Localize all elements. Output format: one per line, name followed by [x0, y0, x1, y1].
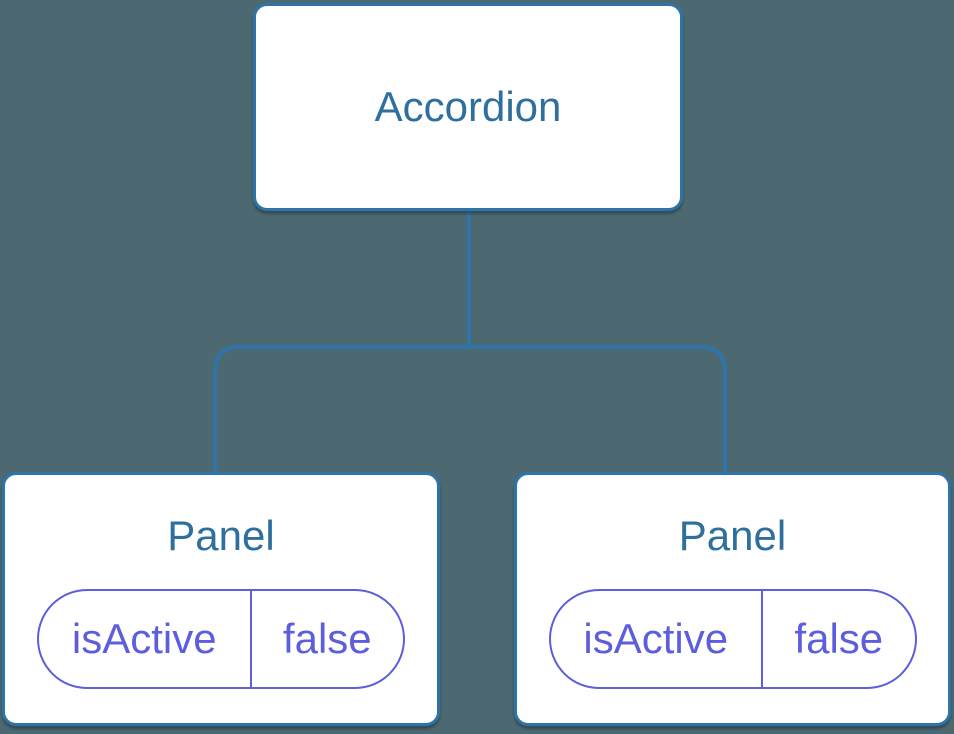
state-pill: isActive false: [37, 589, 405, 689]
branch-bracket-line: [213, 345, 727, 476]
accordion-node: Accordion: [253, 3, 683, 211]
state-name: isActive: [39, 591, 252, 687]
panel-node-left: Panel isActive false: [2, 472, 440, 726]
panel-node-label: Panel: [678, 512, 787, 559]
state-pill: isActive false: [548, 589, 917, 689]
panel-node-right: Panel isActive false: [514, 472, 951, 726]
state-value: false: [282, 615, 372, 662]
state-name: isActive: [551, 591, 764, 687]
accordion-node-label: Accordion: [374, 83, 562, 130]
state-value: false: [794, 615, 884, 662]
panel-node-label: Panel: [167, 512, 275, 559]
